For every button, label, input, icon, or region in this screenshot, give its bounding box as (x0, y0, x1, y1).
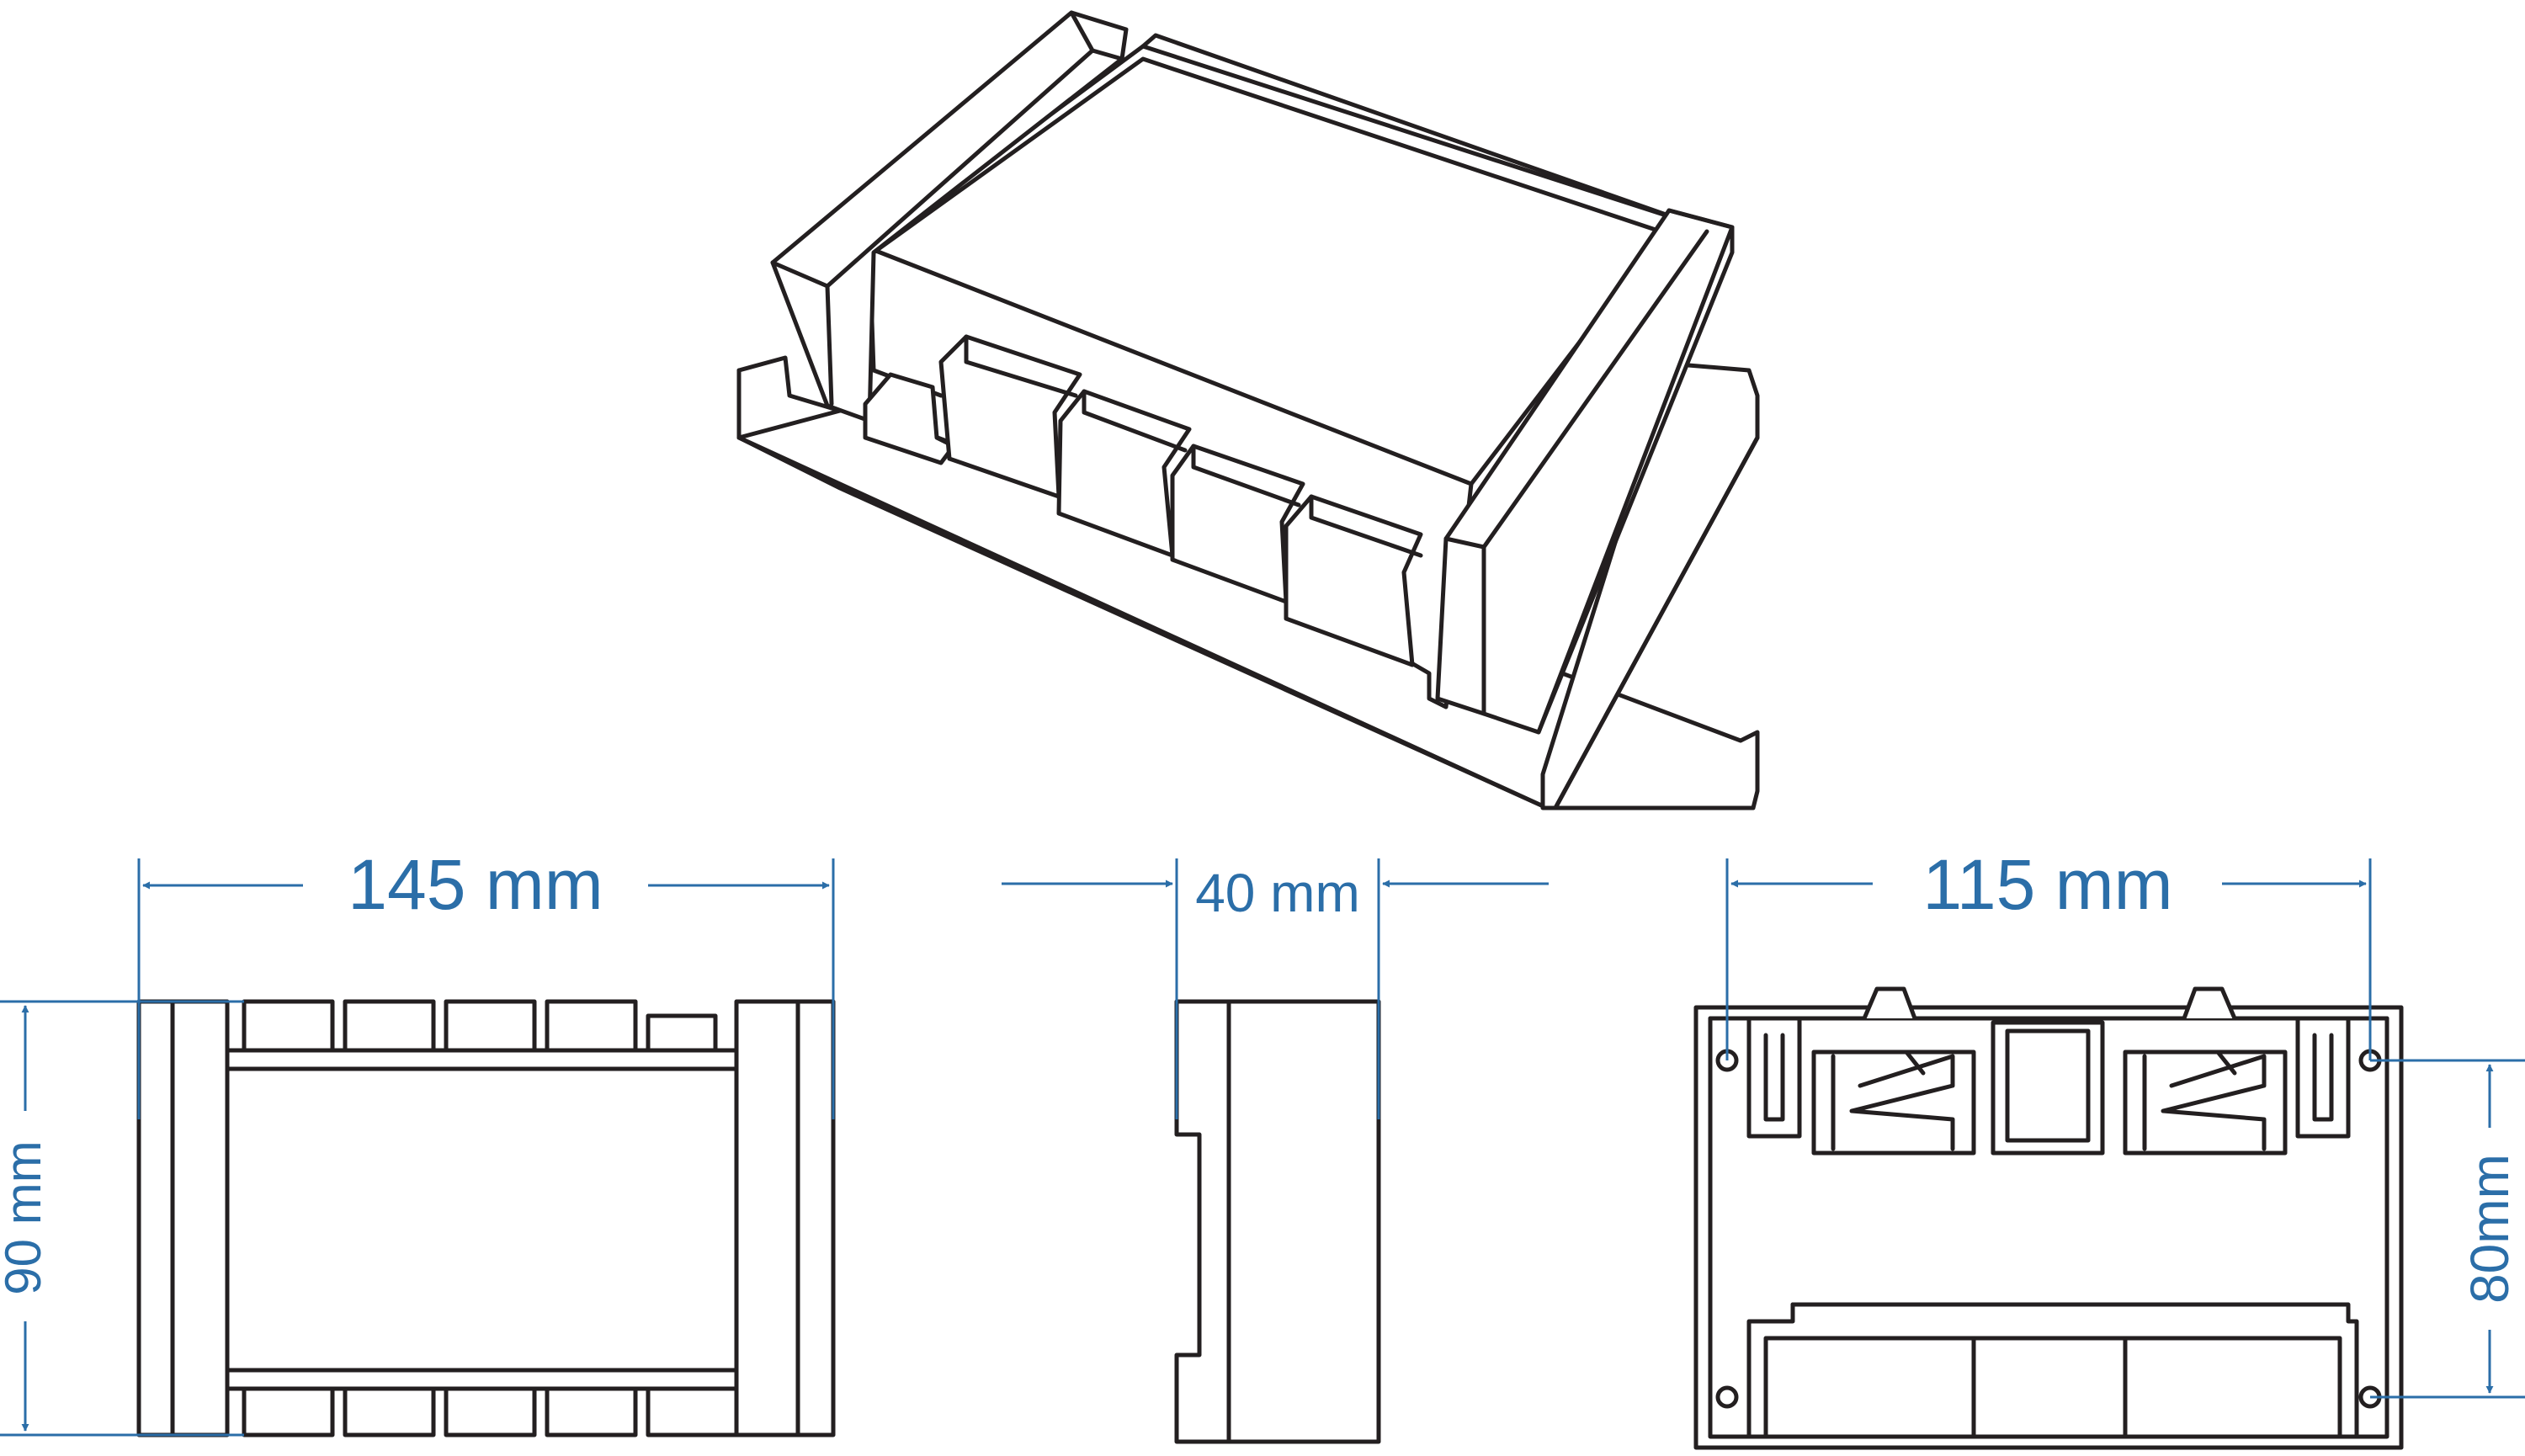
side-depth-label: 40 mm (1195, 863, 1360, 923)
dimension-front-width: 145 mm (137, 845, 835, 1119)
isometric-connectors (863, 334, 1423, 667)
back-view (1693, 986, 2404, 1450)
front-width-label: 145 mm (348, 845, 603, 924)
mount-spacing-label: 80mm (2459, 1154, 2520, 1304)
front-view (136, 999, 836, 1437)
isometric-view (736, 10, 1760, 810)
side-view (1174, 999, 1381, 1444)
height-label: 90 mm (0, 1140, 51, 1294)
dimension-side-depth: 40 mm (1002, 858, 1549, 1119)
dimension-mount-spacing: 80mm (2370, 1059, 2525, 1399)
mount-hole-bottom-left (1715, 1385, 1739, 1409)
dimension-back-width: 115 mm (1725, 845, 2372, 1060)
dimension-height: 90 mm (0, 1000, 244, 1437)
back-width-label: 115 mm (1922, 845, 2172, 924)
